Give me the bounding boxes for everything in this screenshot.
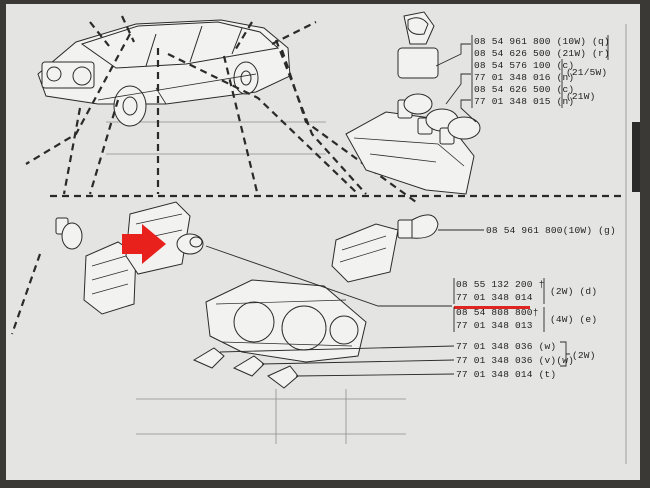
watt-21-5w: (21/5W) bbox=[566, 67, 607, 78]
part-number-e1: 08 54 808 800† bbox=[456, 307, 539, 318]
part-number-e2: 77 01 348 013 bbox=[456, 320, 533, 331]
part-number-n1: 77 01 348 016 (n) bbox=[474, 72, 574, 83]
part-number-d2: 77 01 348 014 bbox=[456, 292, 533, 303]
e-group-label: (4W) (e) bbox=[550, 314, 597, 325]
bulb-q bbox=[407, 17, 429, 35]
part-number-c1: 08 54 576 100 (c) bbox=[474, 60, 574, 71]
part-number-t: 77 01 348 014 (t) bbox=[456, 369, 556, 380]
instrument-cluster bbox=[205, 279, 367, 363]
w-group-watt: (2W) bbox=[572, 350, 596, 361]
catalog-page: 08 54 961 800 (10W) (q) 08 54 626 500 (2… bbox=[6, 4, 640, 480]
parts-diagram: 08 54 961 800 (10W) (q) 08 54 626 500 (2… bbox=[10, 11, 640, 464]
part-number-c2: 08 54 626 500 (c) bbox=[474, 84, 574, 95]
watt-21w: (21W) bbox=[566, 91, 596, 102]
background-table bbox=[106, 24, 627, 464]
part-number-g: 08 54 961 800(10W) (g) bbox=[486, 225, 616, 236]
left-bulb bbox=[55, 217, 83, 250]
part-number-q: 08 54 961 800 (10W) (q) bbox=[474, 36, 610, 47]
bulb-w bbox=[192, 347, 225, 369]
part-number-n2: 77 01 348 015 (n) bbox=[474, 96, 574, 107]
leader-lines bbox=[10, 15, 626, 335]
page-edge-tab bbox=[632, 122, 640, 192]
d-group-label: (2W) (d) bbox=[550, 286, 597, 297]
callout-lines bbox=[205, 43, 484, 377]
part-number-w: 77 01 348 036 (w) bbox=[456, 341, 556, 352]
side-lamp bbox=[331, 223, 399, 283]
bulb-d bbox=[176, 233, 204, 255]
left-lamp-housing bbox=[83, 241, 137, 315]
bulb-vw bbox=[232, 355, 265, 377]
part-number-d1: 08 55 132 200 † bbox=[456, 279, 545, 290]
part-number-vw: 77 01 348 036 (v)(w) bbox=[456, 355, 574, 366]
car-illustration bbox=[37, 19, 291, 127]
part-number-r: 08 54 626 500 (21W) (r) bbox=[474, 48, 610, 59]
bulb-n bbox=[439, 116, 481, 145]
bulb-c-r bbox=[397, 93, 433, 119]
red-arrow-icon bbox=[122, 224, 166, 264]
red-underline-highlight bbox=[454, 306, 530, 309]
bulb-g bbox=[397, 214, 439, 239]
bulb-t bbox=[267, 365, 299, 389]
part-labels: 08 54 961 800 (10W) (q) 08 54 626 500 (2… bbox=[453, 35, 616, 380]
